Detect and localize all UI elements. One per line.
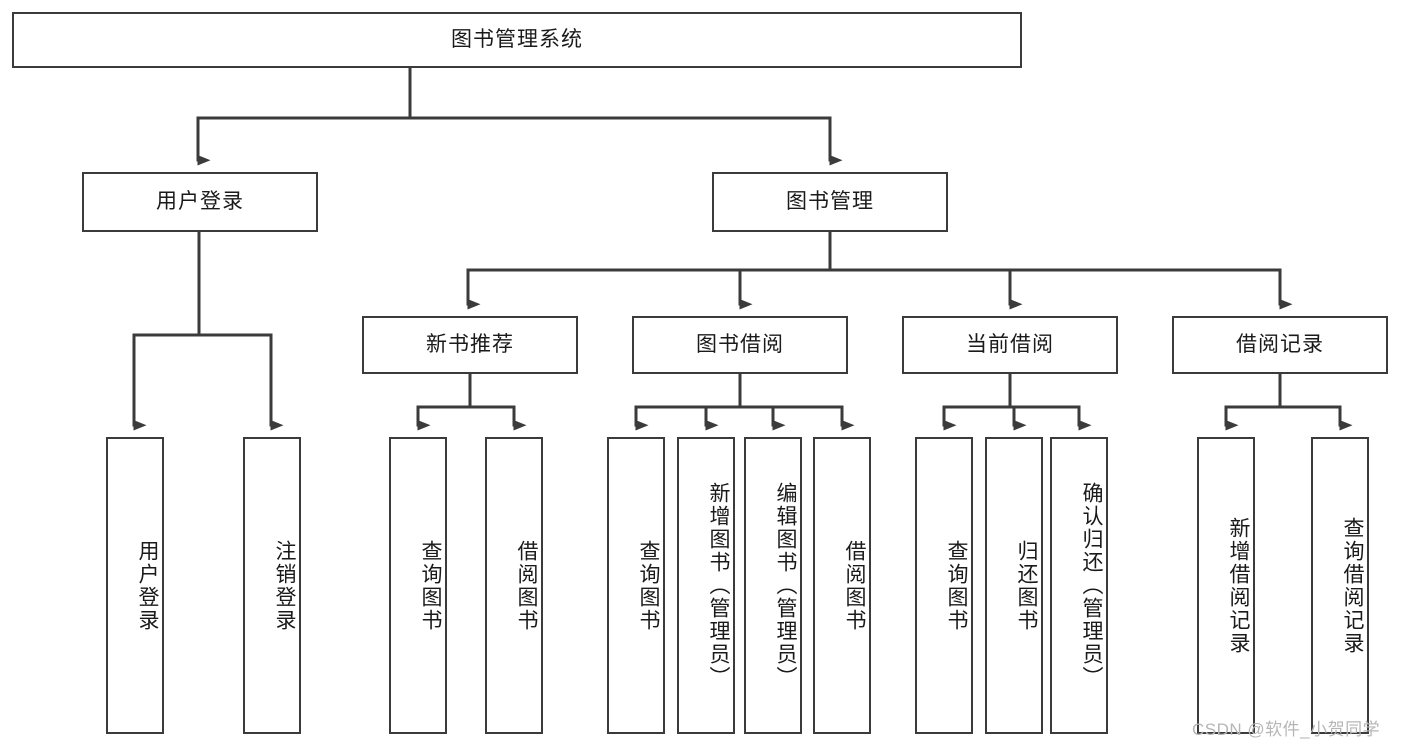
node-leaf-user-login[interactable]: 用户登录 [106,437,164,734]
node-leaf-query-book-borrow[interactable]: 查询图书 [607,437,665,734]
node-leaf-query-book-current[interactable]: 查询图书 [915,437,973,734]
node-leaf-query-book-rec[interactable]: 查询图书 [389,437,447,734]
node-label: 新增图书（管理员） [707,482,730,689]
node-label: 新书推荐 [426,333,514,357]
node-label: 图书管理 [786,190,874,214]
node-label: 查询借阅记录 [1341,516,1364,655]
node-label: 新增借阅记录 [1227,516,1250,655]
node-leaf-query-borrow-record[interactable]: 查询借阅记录 [1311,437,1369,734]
node-user-login[interactable]: 用户登录 [82,172,318,232]
node-leaf-borrow-book[interactable]: 借阅图书 [813,437,871,734]
node-new-book-recommend[interactable]: 新书推荐 [362,316,578,374]
node-leaf-add-borrow-record[interactable]: 新增借阅记录 [1197,437,1255,734]
node-root-system[interactable]: 图书管理系统 [12,12,1022,68]
node-label: 确认归还（管理员） [1080,482,1103,689]
node-label: 编辑图书（管理员） [774,482,797,689]
node-leaf-borrow-book-rec[interactable]: 借阅图书 [485,437,543,734]
node-label: 当前借阅 [966,333,1054,357]
node-leaf-user-logout[interactable]: 注销登录 [243,437,301,734]
node-label: 查询图书 [945,539,968,632]
node-label: 查询图书 [419,539,442,632]
node-label: 查询图书 [637,539,660,632]
node-book-borrow[interactable]: 图书借阅 [632,316,848,374]
node-borrow-record[interactable]: 借阅记录 [1172,316,1388,374]
node-label: 注销登录 [273,539,296,632]
node-leaf-return-book[interactable]: 归还图书 [985,437,1043,734]
node-leaf-edit-book-admin[interactable]: 编辑图书（管理员） [744,437,802,734]
node-label: 用户登录 [136,539,159,632]
node-label: 图书管理系统 [451,28,583,52]
node-label: 归还图书 [1015,539,1038,632]
node-label: 图书借阅 [696,333,784,357]
node-label: 借阅记录 [1236,333,1324,357]
node-current-borrow[interactable]: 当前借阅 [902,316,1118,374]
node-label: 借阅图书 [843,539,866,632]
node-label: 借阅图书 [515,539,538,632]
node-label: 用户登录 [156,190,244,214]
node-leaf-add-book-admin[interactable]: 新增图书（管理员） [677,437,735,734]
node-book-manage[interactable]: 图书管理 [712,172,948,232]
node-leaf-confirm-return-admin[interactable]: 确认归还（管理员） [1050,437,1108,734]
csdn-watermark: CSDN @软件_小贺同学 [1192,720,1381,739]
